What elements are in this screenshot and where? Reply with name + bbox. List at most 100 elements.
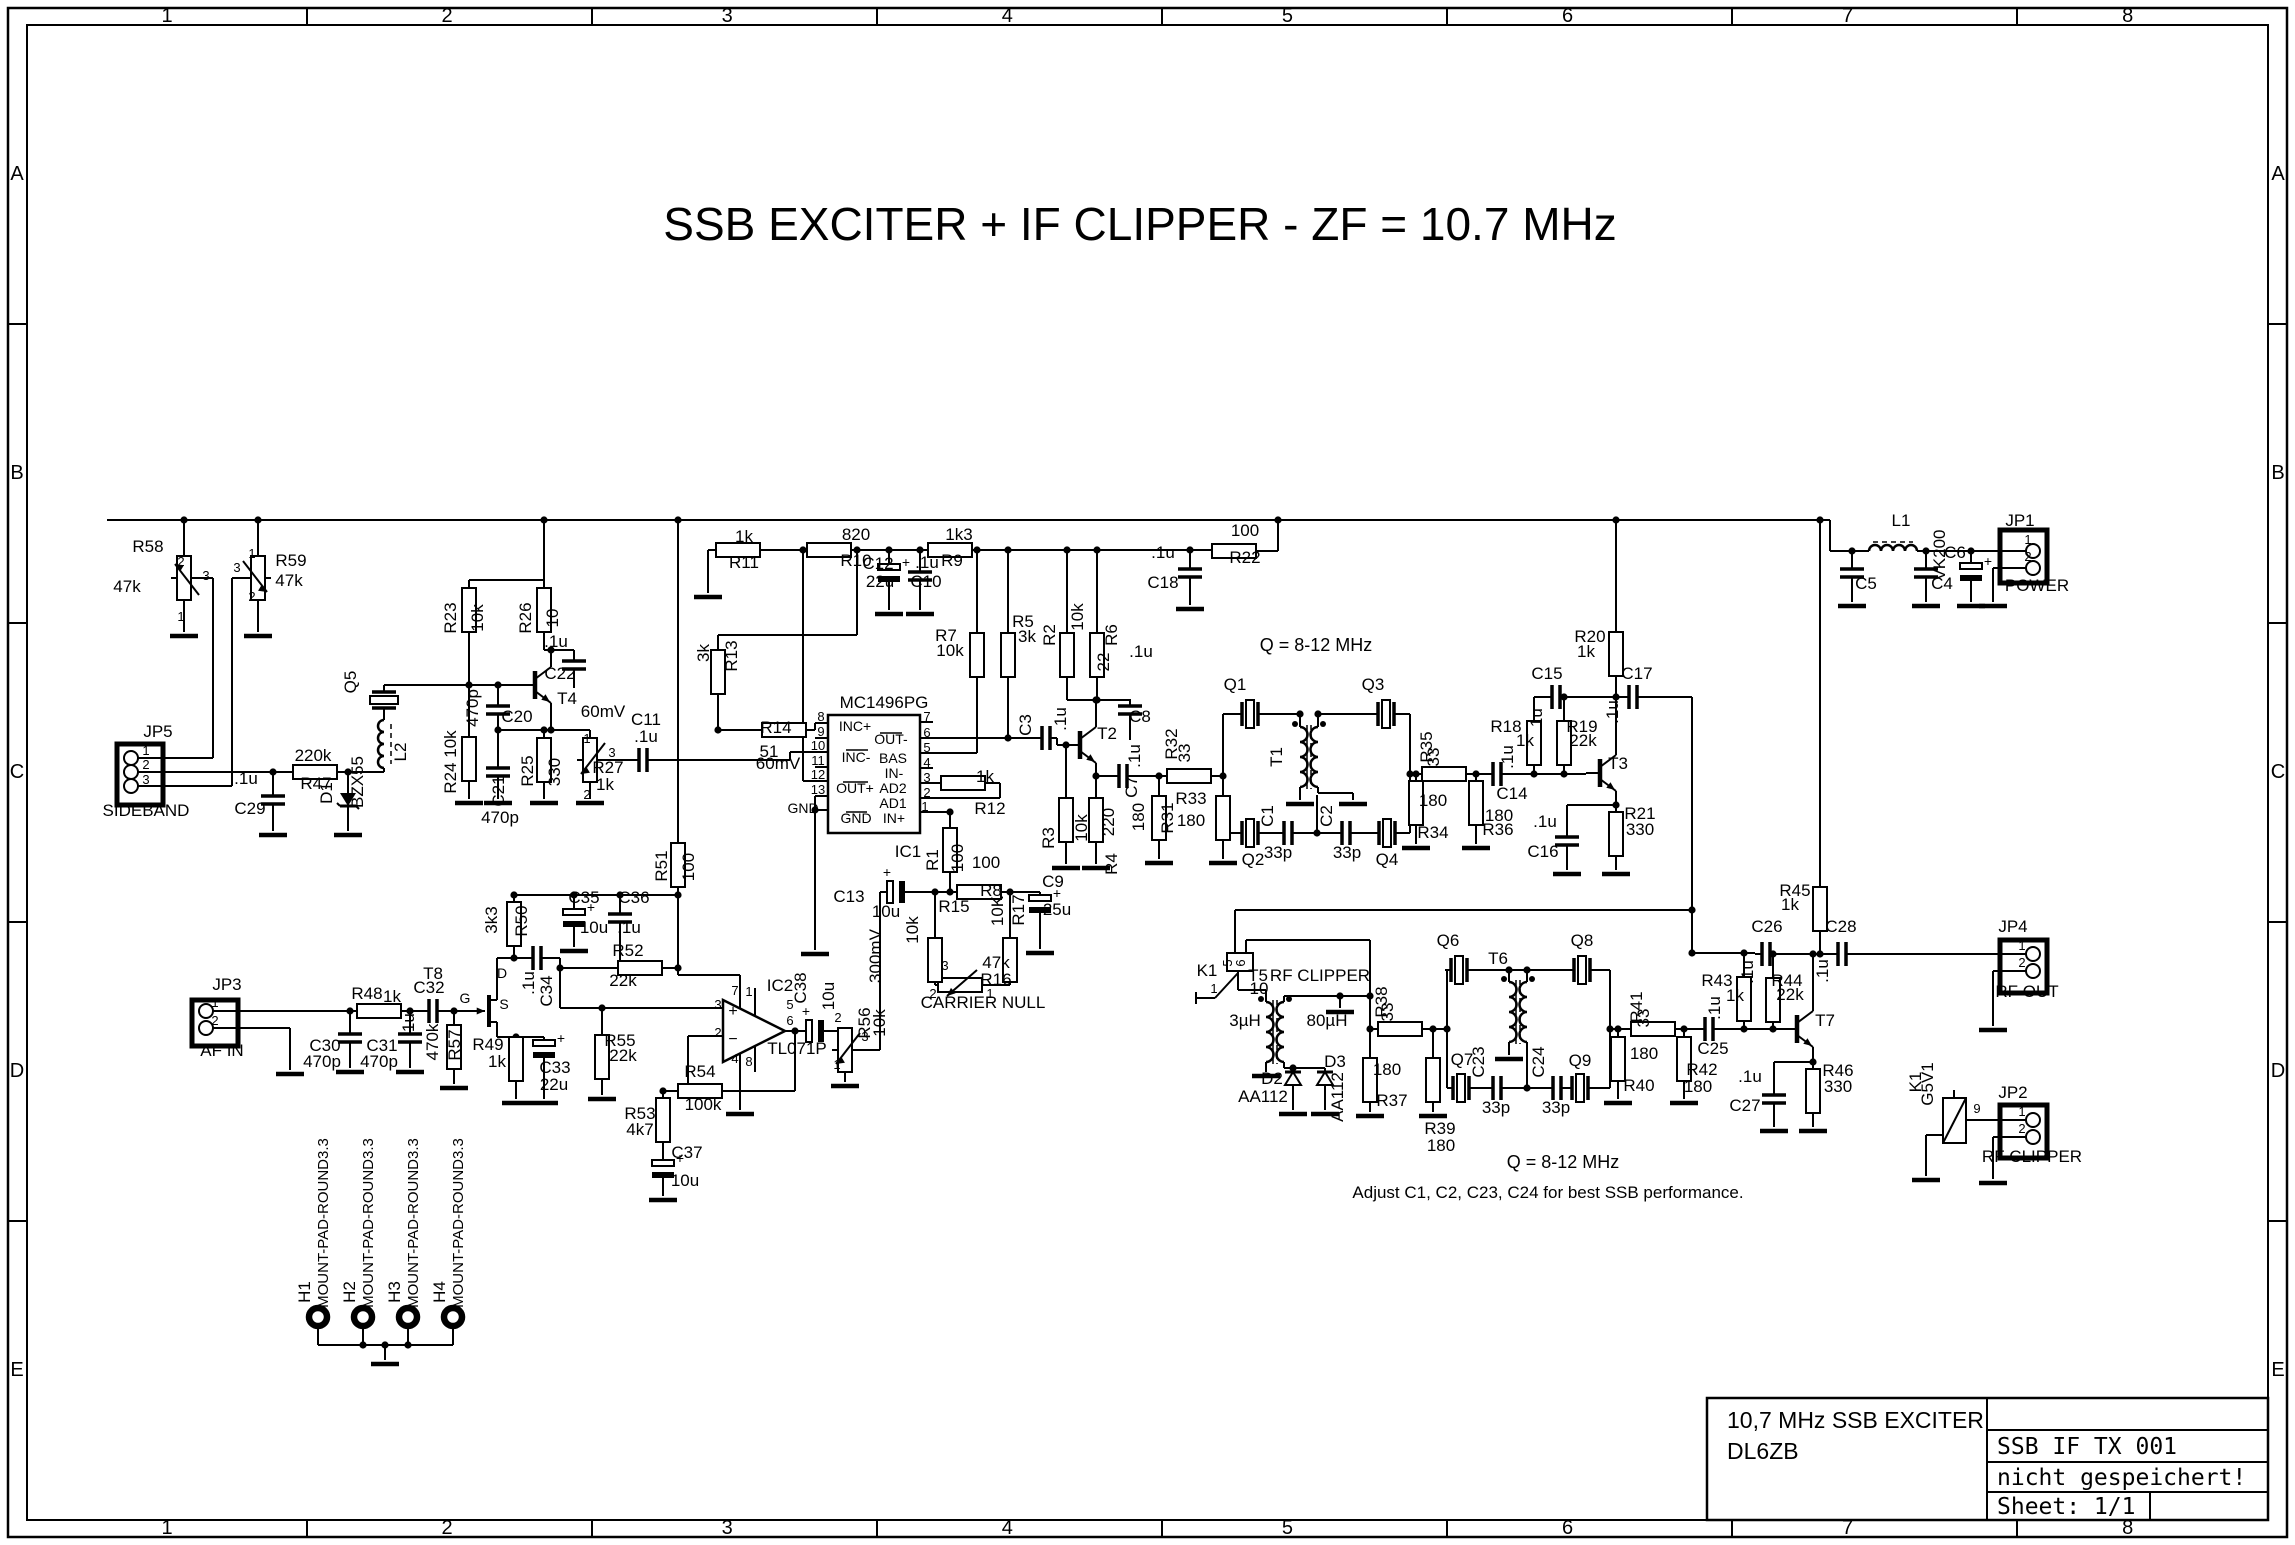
label-l2: L2 [391, 743, 410, 762]
label-1: 1 [921, 799, 928, 814]
label-r38: R38 [1372, 986, 1391, 1017]
junction-dot [540, 516, 548, 524]
label-9: 9 [1973, 1101, 1980, 1116]
capacitor-C8 [1118, 699, 1142, 721]
label-q8: Q8 [1571, 931, 1594, 950]
frame-row-label-left: A [10, 163, 24, 185]
capacitor-C3 [1035, 726, 1057, 750]
junction-dot [404, 1341, 412, 1349]
capacitor-C36 [608, 907, 632, 929]
junction-dot [510, 954, 518, 962]
title-block-project: 10,7 MHz SSB EXCITER [1727, 1407, 1984, 1433]
frame-row-label-right: E [2271, 1359, 2284, 1381]
polarized-capacitor-C9: + [1028, 885, 1061, 916]
resistor-R22 [1211, 543, 1257, 559]
label-180: 180 [1129, 803, 1148, 831]
label-c4: C4 [1931, 574, 1953, 593]
frame-col-label-bottom: 1 [161, 1517, 172, 1539]
label-3: 3 [923, 770, 930, 785]
resistor-R15 [927, 937, 943, 983]
label-c30: C30 [309, 1036, 340, 1055]
label-3: 3 [608, 745, 615, 760]
crystal-Q2 [1236, 818, 1264, 848]
inner-border [26, 24, 2269, 1521]
crystal-Q8 [1568, 955, 1596, 985]
label-r35: R35 [1417, 731, 1436, 762]
junction-dot [1296, 710, 1304, 718]
label-33p: 33p [1542, 1098, 1570, 1117]
resistor-R33 [1215, 795, 1231, 841]
label-3: 3 [142, 772, 149, 787]
label-22u: 22u [866, 572, 894, 591]
frame-col-label-top: 5 [1282, 5, 1293, 27]
label-c3: C3 [1016, 714, 1035, 736]
label-1: 1 [142, 743, 149, 758]
capacitor-C21 [486, 761, 510, 783]
diode-D3 [1315, 1068, 1335, 1088]
frame-row-label-right: A [2271, 163, 2285, 185]
label-r22: R22 [1229, 548, 1260, 567]
junction-dot [1314, 710, 1322, 718]
resistor-R31 [1151, 795, 1167, 841]
label-1: 1 [745, 984, 752, 999]
polarized-capacitor-C35: + [562, 899, 595, 930]
junction-dot [254, 516, 262, 524]
junction-dot [885, 546, 893, 554]
label-2: 2 [929, 986, 936, 1001]
frame-col-label-top: 4 [1002, 5, 1013, 27]
resistor-R40 [1610, 1036, 1626, 1082]
label-180: 180 [1177, 811, 1205, 830]
polarized-capacitor-C6: + [1959, 553, 1992, 584]
label-gnd: GND [787, 800, 818, 816]
polarized-capacitor-C33: + [532, 1030, 565, 1061]
label-1k3: 1k3 [945, 525, 972, 544]
label-c15: C15 [1531, 664, 1562, 683]
transformer-T1 [1292, 721, 1326, 789]
label-3k: 3k [1018, 627, 1036, 646]
junction-dot [1523, 966, 1531, 974]
resistor-R53 [655, 1097, 671, 1143]
frame-col-label-bottom: 7 [1842, 1517, 1853, 1539]
label-c18: C18 [1147, 573, 1178, 592]
resistor-R49 [508, 1036, 524, 1082]
label-l1: L1 [1892, 511, 1911, 530]
label-1u: .1u [519, 971, 538, 995]
junction-dot [1680, 1025, 1688, 1033]
label-r27: R27 [592, 758, 623, 777]
resistor-R32 [1166, 768, 1212, 784]
label-t7: T7 [1815, 1011, 1835, 1030]
label-1u: .1u [1603, 700, 1622, 724]
label-c34: C34 [537, 975, 556, 1006]
junction-dot [406, 1007, 414, 1015]
label-r26: R26 [516, 602, 535, 633]
frame-row-label-right: C [2271, 761, 2285, 783]
label-out: OUT- [874, 731, 908, 747]
capacitor-C2 [1335, 821, 1357, 845]
label-r53: R53 [624, 1104, 655, 1123]
resistor-R41 [1630, 1021, 1676, 1037]
label-h2: H2 [340, 1281, 359, 1303]
resistor-R3 [1058, 797, 1074, 843]
label-1: 1 [2018, 1104, 2025, 1119]
label-c37: C37 [671, 1143, 702, 1162]
junction-dot [1004, 734, 1012, 742]
label-inc: INC- [842, 749, 871, 765]
opamp-IC2: +− [721, 997, 788, 1065]
junction-dot [1429, 1025, 1437, 1033]
label-33p: 33p [1482, 1098, 1510, 1117]
label-1u: .1u [1533, 812, 1557, 831]
label-1k: 1k [735, 527, 753, 546]
label-180: 180 [1630, 1044, 1658, 1063]
label-22k: 22k [609, 1046, 637, 1065]
capacitor-C23 [1486, 1076, 1508, 1100]
label-1: 1 [177, 609, 184, 624]
label-q6: Q6 [1437, 931, 1460, 950]
label-r18: R18 [1490, 717, 1521, 736]
resistor-R37 [1362, 1057, 1378, 1103]
capacitor-C11 [632, 748, 654, 772]
junction-dot [346, 1007, 354, 1015]
connector-JP4 [1997, 937, 2050, 996]
label-100: 100 [679, 853, 698, 881]
label-33p: 33p [1264, 843, 1292, 862]
label-q4: Q4 [1376, 850, 1399, 869]
